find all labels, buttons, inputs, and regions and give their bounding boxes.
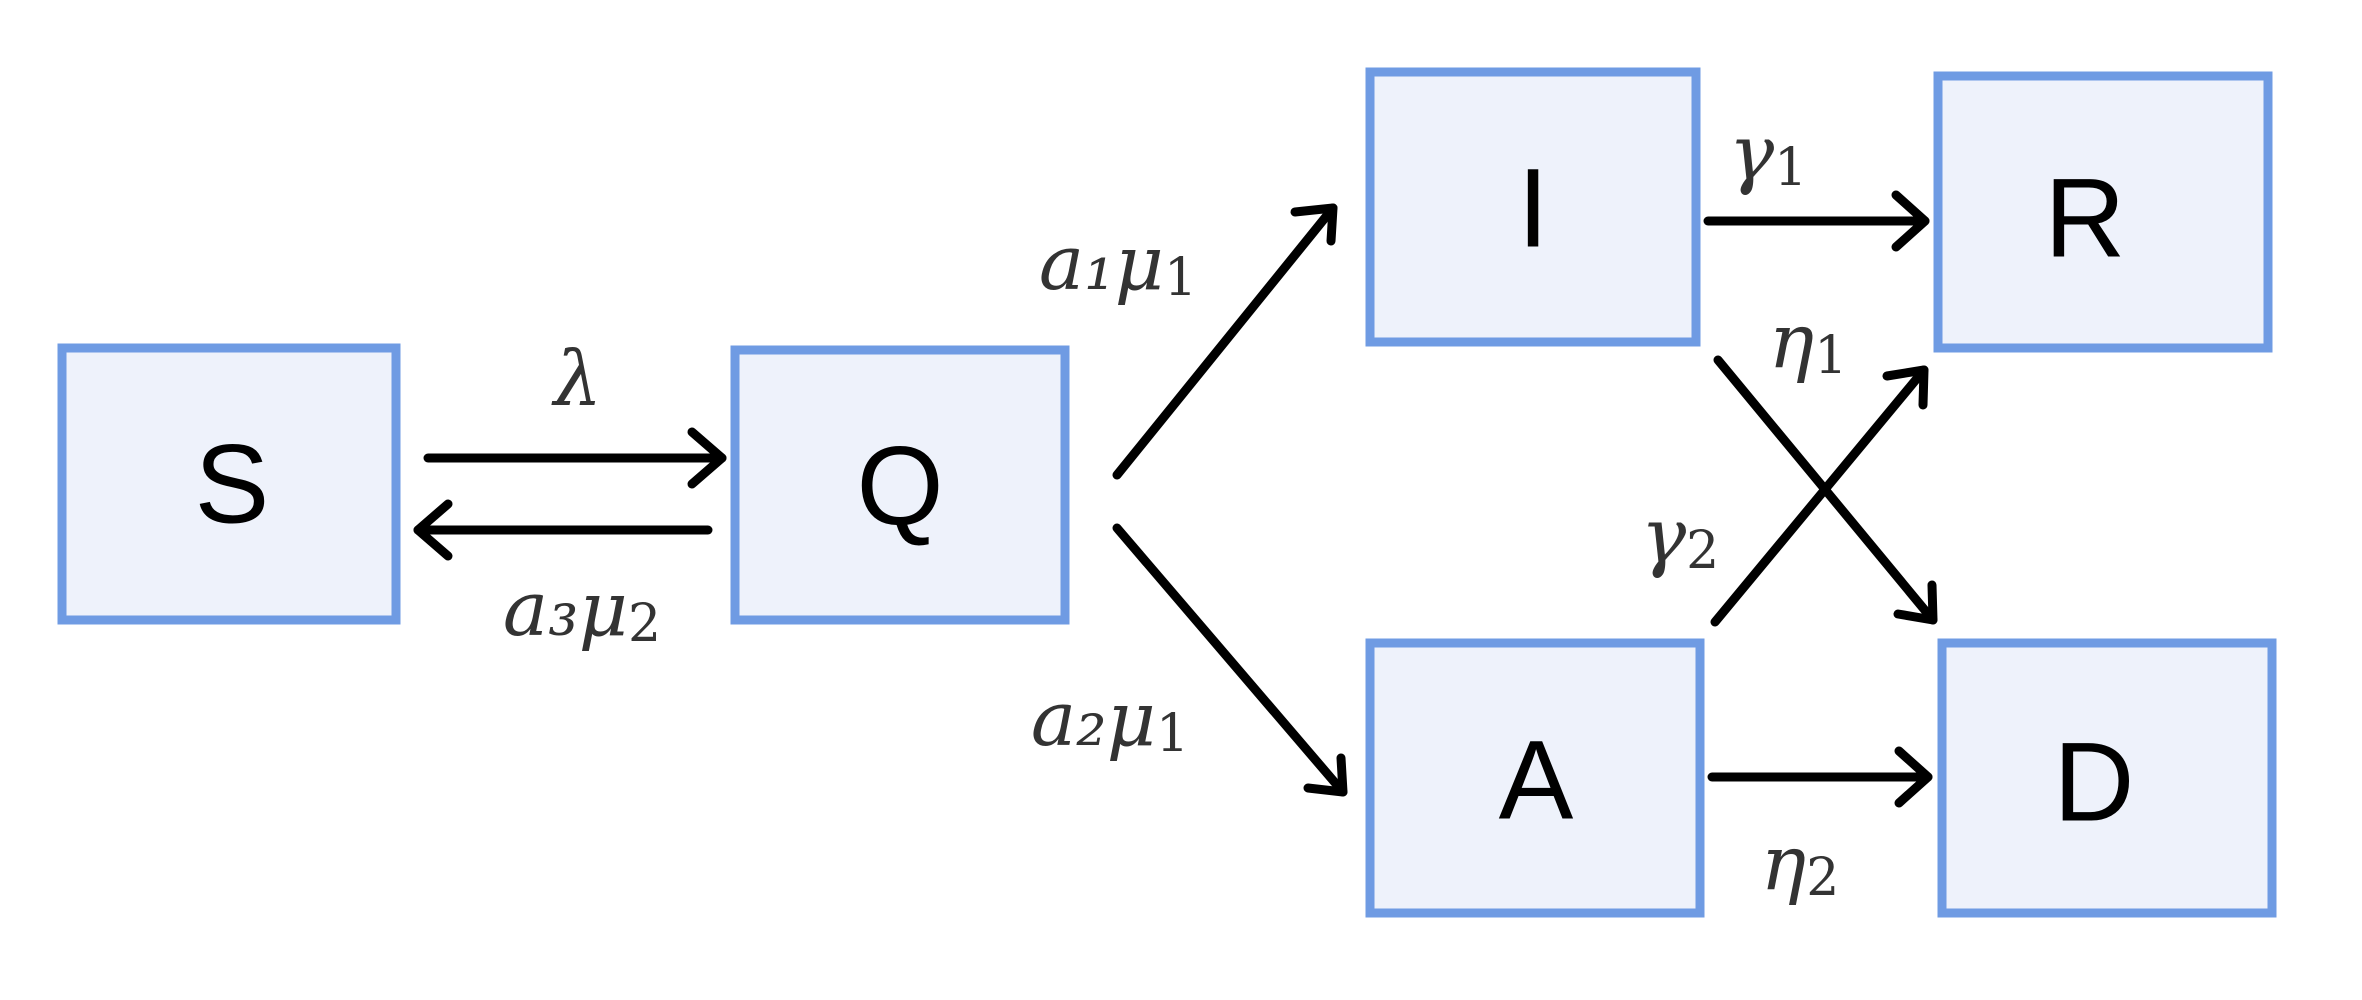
edge-A-to-R-label-sub: 2 xyxy=(1686,521,1719,581)
node-A-box xyxy=(1365,638,1705,918)
edge-Q-to-I-label: a₁μ1 xyxy=(1039,218,1197,309)
node-I: I xyxy=(1365,67,1701,347)
edge-Q-to-A xyxy=(1112,523,1348,797)
node-R-box xyxy=(1933,71,2273,353)
edge-I-to-R-arrowhead xyxy=(1891,190,1930,252)
edge-Q-to-A-line xyxy=(1112,523,1348,797)
edge-A-to-R-label-base: γ xyxy=(1641,491,1687,580)
node-Q: Q xyxy=(730,345,1070,625)
node-A: A xyxy=(1365,638,1705,918)
node-S: S xyxy=(57,343,401,625)
edge-I-to-D-label: η1 xyxy=(1769,296,1848,387)
edge-Q-to-I-arrowhead xyxy=(1290,203,1338,246)
edge-A-to-R-arrowhead xyxy=(1882,365,1929,410)
node-D: D xyxy=(1937,638,2277,918)
edge-A-to-R xyxy=(1710,365,1929,627)
node-D-label: D xyxy=(2054,720,2135,845)
edge-A-to-D xyxy=(1707,746,1933,808)
edge-Q-to-S-arrowhead xyxy=(413,499,453,561)
edge-Q-to-A-label: a₂μ1 xyxy=(1031,674,1189,765)
node-Q-label: Q xyxy=(856,424,943,549)
node-R-label: R xyxy=(2045,156,2126,281)
edge-I-to-R xyxy=(1703,190,1930,252)
edge-Q-to-I-label-base: a₁μ xyxy=(1039,218,1164,307)
node-Q-box xyxy=(730,345,1070,625)
node-R: R xyxy=(1933,71,2273,353)
edge-A-to-D-arrowhead xyxy=(1894,746,1933,808)
edge-A-to-D-label-base: η xyxy=(1761,818,1807,907)
edge-Q-to-I-line xyxy=(1112,203,1338,480)
edge-I-to-D-label-base: η xyxy=(1769,296,1815,385)
edge-S-to-Q-label-base: λ xyxy=(551,334,602,423)
edge-Q-to-I-label-sub: 1 xyxy=(1164,248,1197,308)
edge-Q-to-S-label: a₃μ2 xyxy=(503,564,661,655)
edge-A-to-R-line xyxy=(1710,365,1929,627)
edge-A-to-D-label: η2 xyxy=(1761,818,1840,909)
edge-Q-to-A-label-sub: 1 xyxy=(1156,704,1189,764)
node-I-box xyxy=(1365,67,1701,347)
edge-S-to-Q-label: λ xyxy=(551,334,602,423)
edge-Q-to-S xyxy=(413,499,713,561)
edge-Q-to-A-arrowhead xyxy=(1303,753,1348,797)
edge-I-to-D-arrowhead xyxy=(1893,580,1938,625)
edge-A-to-R-label: γ2 xyxy=(1641,491,1720,582)
edge-I-to-R-label: γ1 xyxy=(1729,108,1808,199)
edge-I-to-D-label-sub: 1 xyxy=(1814,326,1847,386)
edge-S-to-Q-arrowhead xyxy=(687,427,727,489)
node-A-label: A xyxy=(1499,718,1574,843)
node-S-box xyxy=(57,343,401,625)
node-D-box xyxy=(1937,638,2277,918)
edge-I-to-R-label-base: γ xyxy=(1729,108,1775,197)
node-S-label: S xyxy=(195,422,270,547)
node-I-label: I xyxy=(1517,146,1548,271)
edge-I-to-R-label-sub: 1 xyxy=(1774,138,1807,198)
edge-S-to-Q xyxy=(423,427,727,489)
edge-Q-to-S-label-base: a₃μ xyxy=(503,564,628,653)
edge-A-to-D-label-sub: 2 xyxy=(1806,848,1839,908)
edge-Q-to-I xyxy=(1112,203,1338,480)
edge-Q-to-S-label-sub: 2 xyxy=(628,594,661,654)
edge-Q-to-A-label-base: a₂μ xyxy=(1031,674,1156,763)
